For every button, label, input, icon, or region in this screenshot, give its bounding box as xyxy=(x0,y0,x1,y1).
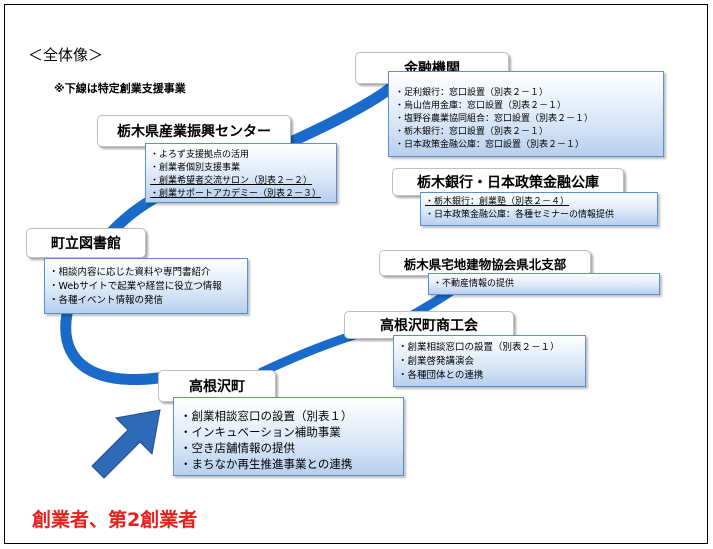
list-item: ・日本政策金融公庫：窓口設置（別表２－１） xyxy=(395,140,585,150)
founder-label: 創業者、第2創業者 xyxy=(32,509,198,531)
node-list-kinyu: ・足利銀行：窓口設置（別表２－１） ・烏山信用金庫：窓口設置（別表２－１） ・塩野谷… xyxy=(388,71,664,157)
node-title-town: 高根沢町 xyxy=(158,370,276,402)
list-item: ・空き店舗情報の提供 xyxy=(180,441,295,455)
list-item: ・まちなか再生推進事業との連携 xyxy=(180,457,353,471)
node-title-sangyo: 栃木県産業振興センター xyxy=(97,115,291,147)
node-list-shokokai: ・創業相談窓口の設置（別表２－１） ・創業啓発講演会・各種団体との連携 xyxy=(393,335,586,387)
list-item: ・足利銀行：窓口設置（別表２－１） xyxy=(395,88,549,98)
node-list-town: ・創業相談窓口の設置（別表１） ・インキュベーション補助事業・空き店舗情報の提供・… xyxy=(173,397,404,476)
node-title-library: 町立図書館 xyxy=(26,228,146,258)
node-title-tochigi-bank: 栃木銀行・日本政策金融公庫 xyxy=(392,168,624,196)
node-list-sangyo: ・よろず支援拠点の活用・創業者個別支援事業・創業希望者交流サロン（別表２－２） ・… xyxy=(145,143,337,203)
underline-note: ※下線は特定創業支援事業 xyxy=(54,82,186,95)
node-title-takken: 栃木県宅地建物協会県北支部 xyxy=(379,250,591,276)
list-item: ・創業相談窓口の設置（別表２－１） xyxy=(398,342,560,353)
list-item: ・各種団体との連携 xyxy=(398,370,484,381)
list-item: ・栃木銀行：窓口設置（別表２－１） xyxy=(395,127,549,137)
diagram-frame xyxy=(4,4,708,544)
list-item: ・インキュベーション補助事業 xyxy=(180,425,341,439)
list-item: ・創業相談窓口の設置（別表１） xyxy=(180,409,353,423)
list-item: ・よろず支援拠点の活用 xyxy=(150,150,250,160)
support-path-line xyxy=(60,74,406,385)
node-list-takken: ・不動産情報の提供 xyxy=(428,273,660,295)
list-item: ・創業希望者交流サロン（別表２－２） xyxy=(150,176,313,186)
node-list-tochigi-bank: ・栃木銀行：創業塾（別表２－４） ・日本政策金融公庫：各種セミナーの情報提供 xyxy=(420,192,658,226)
list-item: ・各種イベント情報の発信 xyxy=(49,295,164,306)
list-item: ・創業者個別支援事業 xyxy=(150,163,241,173)
list-item: ・創業サポートアカデミー（別表２－３） xyxy=(150,189,322,199)
list-item: ・塩野谷農業協同組合：窓口設置（別表２－１） xyxy=(395,114,594,124)
node-list-library: ・相談内容に応じた資料や専門書紹介・Webサイトで起業や経営に役立つ情報・各種イ… xyxy=(44,258,248,314)
list-item: ・不動産情報の提供 xyxy=(433,279,515,289)
list-item: ・栃木銀行：創業塾（別表２－４） xyxy=(425,197,570,207)
diagram-heading: ＜全体像＞ xyxy=(28,46,104,64)
list-item: ・相談内容に応じた資料や専門書紹介 xyxy=(49,267,211,278)
list-item: ・創業啓発講演会 xyxy=(398,356,475,367)
list-item: ・Webサイトで起業や経営に役立つ情報 xyxy=(49,281,222,292)
list-item: ・烏山信用金庫：窓口設置（別表２－１） xyxy=(395,101,567,111)
node-title-shokokai: 高根沢町商工会 xyxy=(344,311,514,339)
list-item: ・日本政策金融公庫：各種セミナーの情報提供 xyxy=(425,210,615,220)
